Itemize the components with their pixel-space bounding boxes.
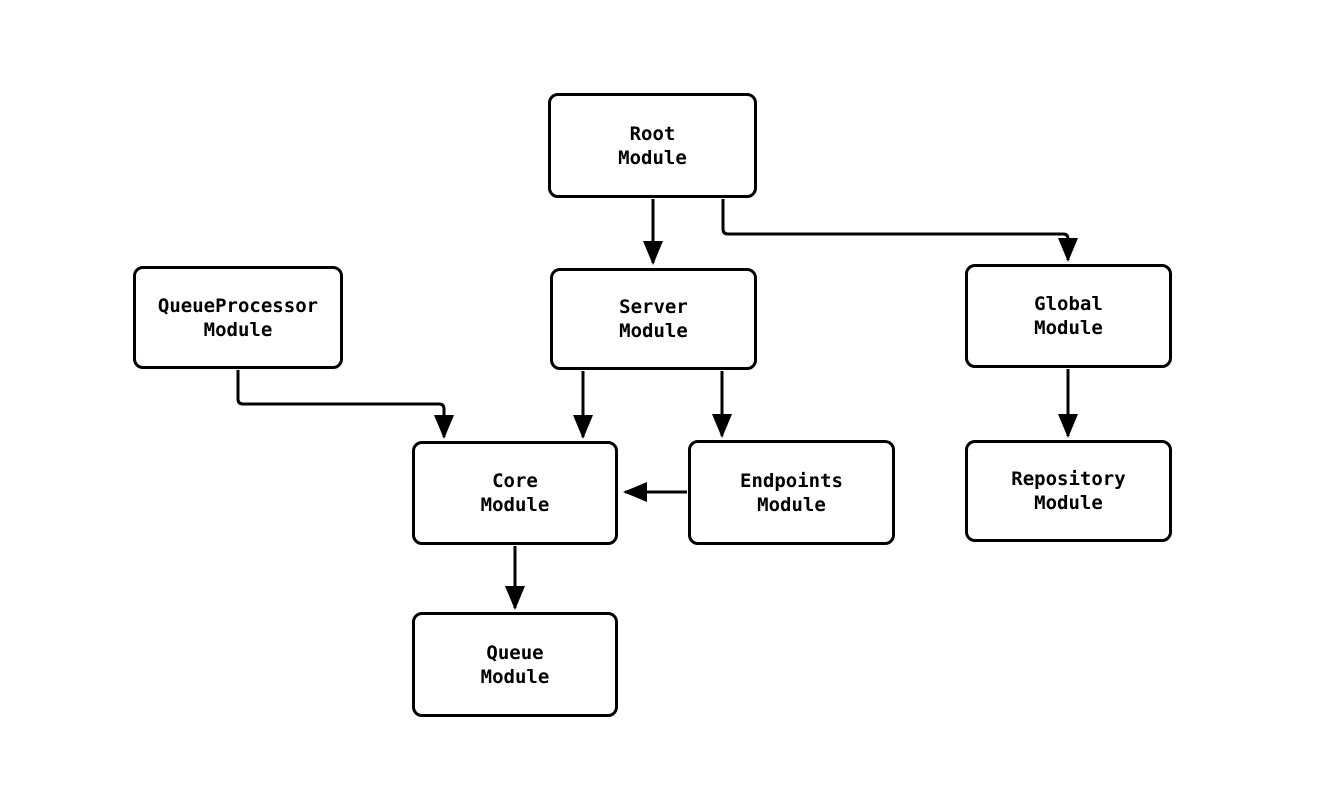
node-label-line: Repository <box>1011 468 1126 490</box>
node-label-line: Module <box>619 320 688 342</box>
node-label-line: Module <box>480 665 550 688</box>
node-repository-module: Repository Module <box>965 440 1172 542</box>
node-queueprocessor-module: QueueProcessor Module <box>133 266 343 369</box>
node-server-module: Server Module <box>550 268 757 370</box>
node-label-line: Module <box>1034 492 1103 514</box>
node-label-line: Module <box>618 146 687 169</box>
node-label-line: Module <box>480 494 550 516</box>
node-label-line: Server <box>619 296 688 318</box>
node-global-module: Global Module <box>965 264 1172 368</box>
node-label-line: Module <box>203 318 273 341</box>
node-queue-module: Queue Module <box>412 612 618 717</box>
node-label-line: Endpoints <box>740 469 843 492</box>
node-label-line: Module <box>1034 317 1103 339</box>
edge-queueprocessor-to-core <box>236 370 454 439</box>
node-label-line: Global <box>1034 293 1103 315</box>
node-label-line: Module <box>757 493 826 516</box>
node-label-line: Root <box>629 122 676 145</box>
node-label-line: QueueProcessor <box>157 294 319 317</box>
node-core-module: Core Module <box>412 441 618 545</box>
node-label-line: Queue <box>486 641 544 664</box>
node-endpoints-module: Endpoints Module <box>688 440 895 545</box>
node-root-module: Root Module <box>548 93 757 198</box>
edge-root-to-global <box>721 199 1078 262</box>
node-label-line: Core <box>492 470 538 492</box>
